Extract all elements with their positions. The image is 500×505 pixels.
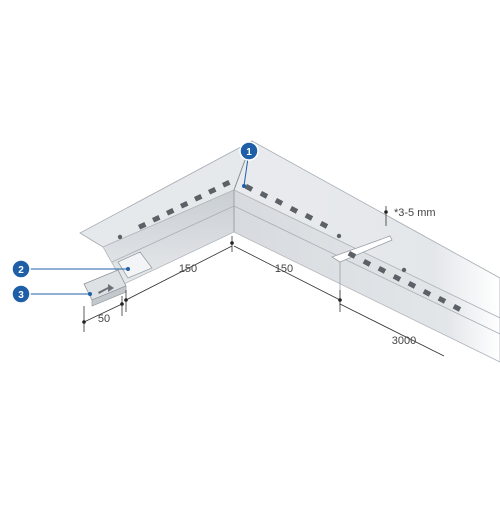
callout-2: 2	[11, 259, 130, 279]
callout-1: 1	[239, 141, 259, 188]
end-cap	[117, 251, 153, 279]
callout-1-label: 1	[246, 147, 252, 158]
dimension-lines	[83, 206, 445, 357]
left-profile-arm	[79, 140, 253, 285]
callout-1-badge	[239, 141, 259, 161]
callout-3: 3	[11, 284, 92, 304]
length-label: 3000	[392, 335, 416, 347]
overlap-label: 50	[98, 313, 110, 325]
connector-arrow-icon	[98, 284, 114, 294]
right-arm-slots	[244, 184, 462, 312]
callout-3-label: 3	[18, 290, 24, 301]
left-arm-slots	[117, 180, 231, 240]
dimension-ticks	[82, 210, 388, 324]
thickness-label: *3-5 mm	[394, 207, 436, 219]
callout-2-badge	[11, 259, 31, 279]
callout-3-badge	[11, 284, 31, 304]
leg-left-label: 150	[179, 263, 197, 275]
right-profile-arm	[233, 140, 500, 363]
callout-2-label: 2	[18, 265, 24, 276]
connector-piece	[83, 269, 127, 307]
leg-right-label: 150	[275, 263, 293, 275]
